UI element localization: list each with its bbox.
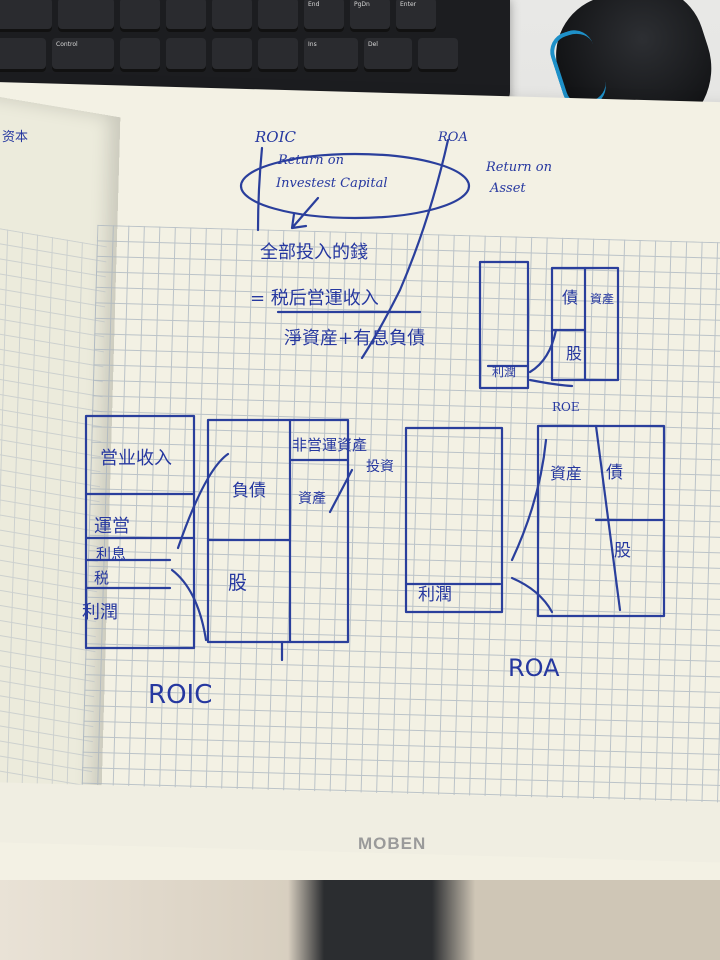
key-pgdn: PgDn [350,0,390,32]
note-roic-top: ROIC [255,128,296,146]
note-roa-expansion-2: Asset [490,181,526,196]
note-roa-top: ROA [438,130,468,145]
roic-bracket-line [256,146,264,232]
note-roic-expansion-2: Investest Capital [276,176,388,191]
caption-roic: ROIC [148,680,213,710]
arrow-down [290,196,320,230]
keyboard: End PgDn Enter Control Ins Del [0,0,510,106]
key-enter: Enter [396,0,436,32]
note-bs-investment: 投資 [366,459,394,475]
note-roa-profit: 利潤 [418,585,452,605]
note-pl-revenue: 営业收入 [100,448,172,469]
note-roa-equity: 股 [614,541,631,561]
foreground-fabric [0,880,720,960]
note-pl-interest: 利息 [96,545,127,563]
caption-roa: ROA [508,654,560,682]
note-formula-denominator: 淨資産+有息負債 [284,328,426,349]
roic-circle [239,152,471,220]
note-bs-equity: 股 [228,572,248,594]
key-del: Del [364,38,412,72]
key-ins: Ins [304,38,358,72]
note-roa-debt: 債 [606,463,623,483]
note-small-profit: 利潤 [492,365,517,379]
note-pl-operating: 運営 [94,516,130,537]
key-control: Control [52,38,114,72]
note-formula-numerator: = 税后営運收入 [250,288,379,309]
note-bs-non-operating: 非営運資產 [292,436,368,454]
note-roa-expansion-1: Return on [486,160,552,175]
roa-slash-line [360,138,450,360]
keyboard-row-bottom: Control Ins Del [0,38,458,72]
note-pl-tax: 税 [94,569,110,587]
note-pl-profit: 利潤 [82,602,118,623]
note-small-equity: 股 [566,344,583,363]
roa-asset-box [404,426,504,614]
notebook-brand-logo: MOBEN [358,834,427,853]
note-small-asset: 資產 [590,292,615,306]
balance-sheet-box [206,418,350,644]
note-all-capital: 全部投入的錢 [260,242,368,263]
note-small-debt: 債 [562,288,579,307]
note-bs-assets: 資產 [298,491,326,507]
small-asset-box [478,260,530,390]
note-small-caption: ROE [552,400,580,414]
left-page-text: 资本 [2,130,29,145]
note-roic-expansion-1: Return on [278,153,344,168]
income-statement-box [84,414,196,650]
keyboard-row-top: End PgDn Enter [0,0,436,32]
note-roa-assets: 資産 [550,464,583,483]
key-end: End [304,0,344,32]
note-bs-liability: 負債 [232,481,266,501]
